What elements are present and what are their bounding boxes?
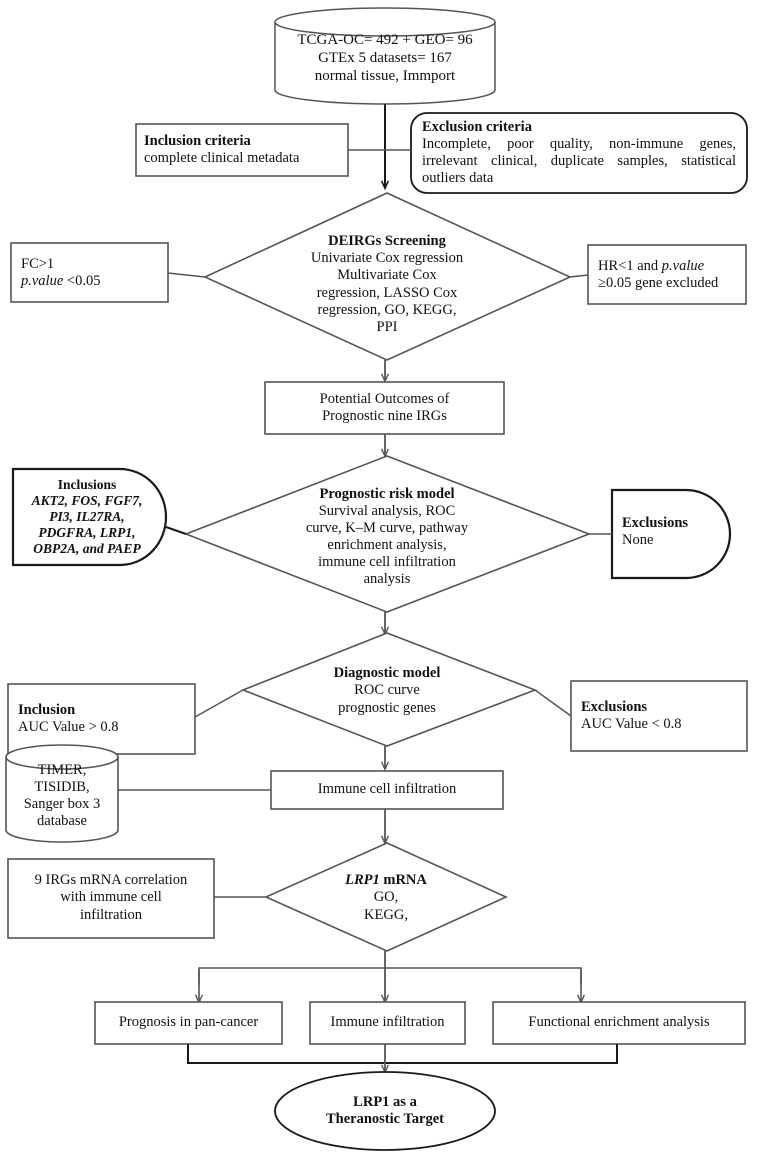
data-source-line3: normal tissue, Immport xyxy=(314,67,456,84)
diagnostic-model-label: Diagnostic model ROC curve prognostic ge… xyxy=(285,659,489,723)
data-source-label: TCGA-OC= 492 + GEO= 96 GTEx 5 datasets= … xyxy=(272,26,498,92)
functional-enrichment-text: Functional enrichment analysis xyxy=(528,1014,710,1031)
connector-fc-filter xyxy=(167,272,206,278)
potential-outcomes-line2: Prognostic nine IRGs xyxy=(322,408,447,424)
exclusion-criteria-heading: Exclusion criteria xyxy=(422,118,532,135)
prognostic-risk-model-heading: Prognostic risk model xyxy=(319,485,455,502)
lrp1-mrna-suffix: mRNA xyxy=(379,872,427,889)
diagnostic-exclusions-heading: Exclusions xyxy=(581,698,648,715)
final-outcome-line1: LRP1 as a xyxy=(353,1093,417,1110)
inclusion-criteria-label: Inclusion criteria complete clinical met… xyxy=(144,127,344,173)
potential-outcomes-line1: Potential Outcomes of xyxy=(319,390,450,407)
immune-infiltration-text: Immune infiltration xyxy=(330,1014,445,1031)
diagnostic-exclusions-body: AUC Value < 0.8 xyxy=(581,716,682,732)
fc-filter-line2: p.value <0.05 xyxy=(21,273,100,290)
potential-outcomes-label: Potential Outcomes of Prognostic nine IR… xyxy=(267,385,502,431)
prognostic-inclusions-heading: Inclusions xyxy=(57,477,117,493)
functional-enrichment-label: Functional enrichment analysis xyxy=(495,1004,743,1042)
immune-cell-infiltration-label: Immune cell infiltration xyxy=(273,773,501,807)
diagnostic-inclusion-label: Inclusion AUC Value > 0.8 xyxy=(18,694,190,744)
final-outcome-label: LRP1 as a Theranostic Target xyxy=(285,1089,485,1133)
hr-filter-line1: HR<1 and p.value xyxy=(598,258,704,275)
prognostic-inclusions-label: Inclusions AKT2, FOS, FGF7, PI3, IL27RA,… xyxy=(14,474,160,560)
exclusion-criteria-label: Exclusion criteria Incomplete, poor qual… xyxy=(422,118,738,188)
diagnostic-model-heading: Diagnostic model xyxy=(333,665,441,682)
inclusion-criteria-body: complete clinical metadata xyxy=(144,150,300,166)
connector-prognostic-inclusions xyxy=(165,526,187,535)
deirgs-screening-label: DEIRGs Screening Univariate Cox regressi… xyxy=(237,222,537,347)
diagnostic-inclusion-heading: Inclusion xyxy=(18,701,76,718)
connector-diagnostic-exclusions xyxy=(534,689,572,717)
lrp1-mrna-label: LRP1 mRNA GO, KEGG, xyxy=(310,865,462,931)
fc-filter-pvalue: p.value xyxy=(21,273,64,289)
immune-cell-infiltration-text: Immune cell infiltration xyxy=(317,781,457,798)
data-source-line1: TCGA-OC= 492 + GEO= 96 xyxy=(297,32,473,49)
exclusion-criteria-body: Incomplete, poor quality, non-immune gen… xyxy=(422,135,736,187)
inclusion-criteria-heading: Inclusion criteria xyxy=(144,132,251,149)
fc-filter-threshold: <0.05 xyxy=(63,273,101,289)
connector-hr-filter xyxy=(569,274,589,278)
fc-filter-label: FC>1 p.value <0.05 xyxy=(21,250,166,296)
hr-filter-hr: HR<1 and xyxy=(598,257,662,274)
fc-filter-line1: FC>1 xyxy=(21,255,55,272)
diagnostic-model-body: ROC curve prognostic genes xyxy=(338,682,436,716)
database-cylinder-label: TIMER, TISIDIB, Sanger box 3 database xyxy=(8,757,116,835)
data-source-line2: GTEx 5 datasets= 167 xyxy=(318,50,452,67)
immune-infiltration-label: Immune infiltration xyxy=(312,1004,463,1042)
irgs-correlation-body: 9 IRGs mRNA correlation with immune cell… xyxy=(34,872,188,923)
lrp1-mrna-heading: LRP1 mRNA xyxy=(345,872,427,889)
final-outcome-line2: Theranostic Target xyxy=(325,1111,444,1127)
lrp1-mrna-body: GO, KEGG, xyxy=(364,889,408,923)
prognostic-exclusions-label: Exclusions None xyxy=(622,508,722,556)
connector-diagnostic-inclusion xyxy=(194,689,244,718)
prognostic-inclusions-genes: AKT2, FOS, FGF7, PI3, IL27RA, PDGFRA, LR… xyxy=(31,493,143,556)
prognostic-exclusions-body: None xyxy=(622,532,654,548)
hr-filter-pvalue: p.value xyxy=(661,257,705,274)
diagnostic-exclusions-label: Exclusions AUC Value < 0.8 xyxy=(581,691,746,741)
database-cylinder-body: TIMER, TISIDIB, Sanger box 3 database xyxy=(23,761,101,830)
diagnostic-inclusion-body: AUC Value > 0.8 xyxy=(18,719,119,735)
connector-lrp1-to-three-outputs xyxy=(199,951,581,1002)
prognosis-pan-cancer-label: Prognosis in pan-cancer xyxy=(97,1004,280,1042)
deirgs-screening-heading: DEIRGs Screening xyxy=(328,233,446,250)
irgs-correlation-label: 9 IRGs mRNA correlation with immune cell… xyxy=(12,862,210,934)
prognostic-risk-model-label: Prognostic risk model Survival analysis,… xyxy=(254,482,520,592)
hr-filter-label: HR<1 and p.value ≥0.05 gene excluded xyxy=(598,252,746,298)
lrp1-gene-name: LRP1 xyxy=(345,872,380,889)
connector-outputs-to-final xyxy=(187,1044,618,1072)
prognostic-risk-model-body: Survival analysis, ROC curve, K–M curve,… xyxy=(305,502,469,588)
hr-filter-line2: ≥0.05 gene excluded xyxy=(598,275,719,291)
prognostic-exclusions-heading: Exclusions xyxy=(622,514,689,531)
prognosis-pan-cancer-text: Prognosis in pan-cancer xyxy=(118,1014,259,1031)
deirgs-screening-body: Univariate Cox regression Multivariate C… xyxy=(310,250,464,335)
